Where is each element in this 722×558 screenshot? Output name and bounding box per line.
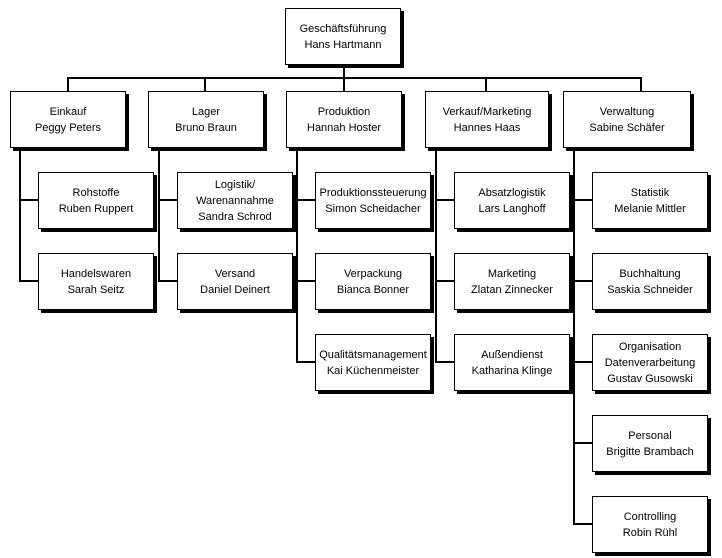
connector-dept-3 — [485, 77, 487, 91]
org-box-unit: Organisation Datenverarbeitung Gustav Gu… — [592, 334, 708, 391]
connector-top-vertical — [343, 65, 345, 78]
org-box-person: Bruno Braun — [175, 121, 237, 134]
org-box-unit: Versand Daniel Deinert — [177, 253, 293, 310]
org-box-line: Brigitte Brambach — [606, 445, 694, 458]
org-box-unit: Rohstoffe Ruben Ruppert — [38, 172, 154, 229]
org-box-unit: Buchhaltung Saskia Schneider — [592, 253, 708, 310]
org-box-line: Organisation — [618, 340, 682, 353]
org-box-title: Verwaltung — [599, 105, 655, 118]
spine-einkauf — [19, 147, 21, 281]
branch — [296, 361, 316, 363]
org-box-line: Simon Scheidacher — [325, 202, 421, 215]
connector-dept-2 — [343, 77, 345, 91]
org-box-title: Einkauf — [49, 105, 87, 118]
branch — [573, 442, 593, 444]
org-box-line: Robin Rühl — [622, 526, 678, 539]
org-box-unit: Personal Brigitte Brambach — [592, 415, 708, 472]
branch — [158, 199, 178, 201]
org-box-line: Außendienst — [481, 348, 543, 361]
branch — [573, 361, 593, 363]
org-box-line: Personal — [628, 429, 672, 442]
org-box-unit: Produktionssteuerung Simon Scheidacher — [315, 172, 431, 229]
org-box-unit: Handelswaren Sarah Seitz — [38, 253, 154, 310]
org-box-person: Hannes Haas — [453, 121, 521, 134]
org-box-line: Buchhaltung — [619, 267, 681, 280]
branch — [158, 280, 178, 282]
org-box-line: Produktionssteuerung — [319, 186, 427, 199]
org-box-line: Lars Langhoff — [478, 202, 546, 215]
org-box-line: Daniel Deinert — [200, 283, 270, 296]
org-box-unit: Außendienst Katharina Klinge — [454, 334, 570, 391]
org-box-line: Sandra Schrod — [198, 210, 272, 223]
branch — [573, 199, 593, 201]
org-box-line: Katharina Klinge — [471, 364, 553, 377]
branch — [435, 280, 455, 282]
branch — [435, 361, 455, 363]
connector-dept-0 — [67, 77, 69, 91]
org-box-title: Geschäftsführung — [299, 22, 387, 35]
org-box-unit: Marketing Zlatan Zinnecker — [454, 253, 570, 310]
branch — [573, 523, 593, 525]
org-box-line: Verpackung — [343, 267, 403, 280]
org-box-title: Lager — [191, 105, 221, 118]
org-box-line: Controlling — [623, 510, 677, 523]
org-box-unit: Absatzlogistik Lars Langhoff — [454, 172, 570, 229]
org-box-line: Bianca Bonner — [336, 283, 410, 296]
org-box-department: Produktion Hannah Hoster — [286, 91, 402, 148]
org-box-line: Sarah Seitz — [67, 283, 125, 296]
org-box-line: Rohstoffe — [72, 186, 120, 199]
org-box-line: Versand — [214, 267, 256, 280]
org-box-line: Gustav Gusowski — [607, 372, 693, 385]
branch — [296, 199, 316, 201]
org-box-department: Einkauf Peggy Peters — [10, 91, 126, 148]
spine-verkauf — [435, 147, 437, 362]
org-box-line: Kai Küchenmeister — [326, 364, 420, 377]
spine-lager — [158, 147, 160, 281]
org-box-title: Verkauf/Marketing — [442, 105, 532, 118]
org-box-line: Statistik — [630, 186, 670, 199]
branch — [296, 280, 316, 282]
org-box-person: Hannah Hoster — [307, 121, 381, 134]
org-box-line: Saskia Schneider — [607, 283, 693, 296]
connector-dept-1 — [204, 77, 206, 91]
org-box-line: Marketing — [487, 267, 537, 280]
org-box-line: Melanie Mittler — [614, 202, 686, 215]
org-box-line: Logistik/ — [214, 178, 256, 191]
connector-dept-4 — [640, 77, 642, 91]
org-box-department: Verwaltung Sabine Schäfer — [563, 91, 691, 148]
org-box-unit: Qualitätsmanagement Kai Küchenmeister — [315, 334, 431, 391]
org-box-department: Verkauf/Marketing Hannes Haas — [425, 91, 549, 148]
branch — [19, 280, 39, 282]
org-box-line: Datenverarbeitung — [604, 356, 696, 369]
org-box-unit: Logistik/ Warenannahme Sandra Schrod — [177, 172, 293, 229]
org-box-line: Zlatan Zinnecker — [471, 283, 553, 296]
org-box-line: Qualitätsmanagement — [319, 348, 427, 361]
org-box-line: Absatzlogistik — [478, 186, 546, 199]
org-box-geschaeftsfuehrung: Geschäftsführung Hans Hartmann — [285, 8, 401, 65]
org-box-line: Handelswaren — [60, 267, 132, 280]
org-box-person: Peggy Peters — [34, 121, 102, 134]
spine-verwaltung — [573, 147, 575, 524]
org-box-unit: Controlling Robin Rühl — [592, 496, 708, 553]
org-box-unit: Statistik Melanie Mittler — [592, 172, 708, 229]
spine-produktion — [296, 147, 298, 362]
branch — [435, 199, 455, 201]
org-box-department: Lager Bruno Braun — [148, 91, 264, 148]
connector-main-horizontal — [67, 77, 641, 79]
org-box-line: Ruben Ruppert — [58, 202, 134, 215]
org-box-title: Produktion — [317, 105, 371, 118]
org-box-person: Hans Hartmann — [304, 38, 382, 51]
org-box-line: Warenannahme — [196, 194, 274, 207]
branch — [19, 199, 39, 201]
org-box-person: Sabine Schäfer — [589, 121, 665, 134]
org-box-unit: Verpackung Bianca Bonner — [315, 253, 431, 310]
branch — [573, 280, 593, 282]
